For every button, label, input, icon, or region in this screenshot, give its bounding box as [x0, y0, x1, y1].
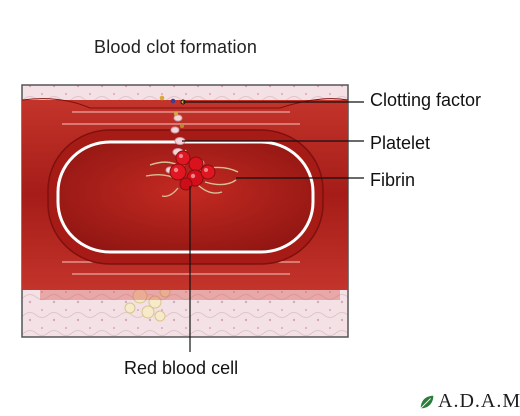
- label-red-blood-cell: Red blood cell: [124, 358, 239, 378]
- label-clotting-factor: Clotting factor: [370, 90, 482, 110]
- fat-cells: [124, 286, 171, 322]
- leader-lines: [182, 101, 364, 352]
- diagram-title: Blood clot formation: [94, 37, 258, 57]
- vessel-lumen: [56, 140, 315, 254]
- adam-logo: A.D.A.M.: [418, 390, 520, 413]
- label-fibrin: Fibrin: [370, 170, 416, 190]
- logo-text: A.D.A.M.: [438, 390, 520, 412]
- label-platelet: Platelet: [370, 133, 431, 153]
- leaf-icon: [420, 395, 434, 409]
- red-blood-cells: [169, 150, 216, 191]
